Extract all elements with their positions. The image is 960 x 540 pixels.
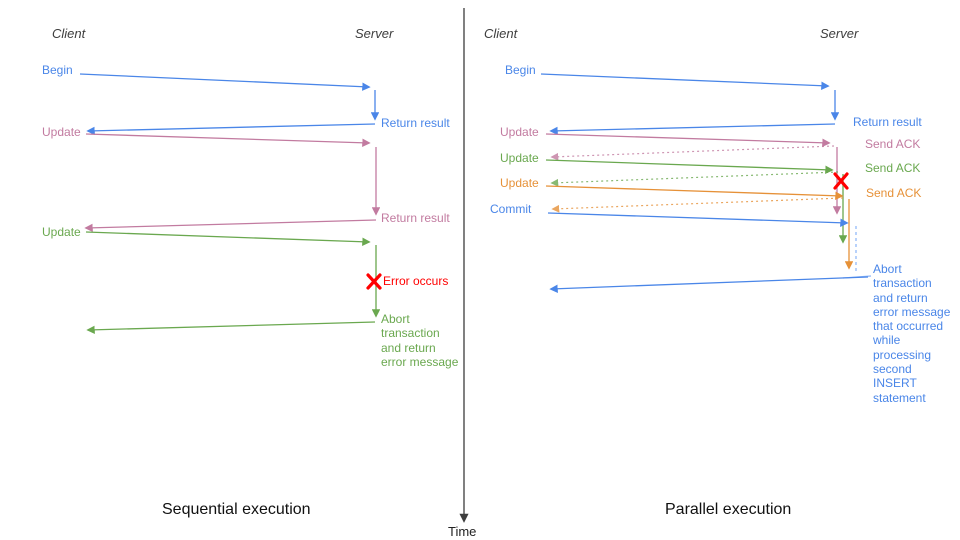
right-update-1-request-arrow xyxy=(545,133,831,148)
right-send-ack-2-arrow xyxy=(550,171,839,187)
right-abort-return-arrow xyxy=(549,276,869,293)
right-server-header: Server xyxy=(820,26,859,41)
right-update-2-request-arrow xyxy=(545,159,834,174)
left-return-result-1-label: Return result xyxy=(381,116,450,130)
left-update-1-request-arrow xyxy=(85,133,371,148)
right-update-3-request-arrow xyxy=(545,185,844,200)
right-update-3-label: Update xyxy=(500,176,539,190)
left-begin-label: Begin xyxy=(42,63,73,77)
right-update-2-label: Update xyxy=(500,151,539,165)
left-begin-request-arrow xyxy=(79,73,371,91)
right-begin-request-arrow xyxy=(540,73,830,90)
left-diagram-title: Sequential execution xyxy=(162,501,311,518)
right-send-ack-2-label: Send ACK xyxy=(865,161,921,175)
left-abort-label: Abort transaction and return error messa… xyxy=(381,312,459,369)
right-begin-label: Begin xyxy=(505,63,536,77)
right-abort-label: Abort transaction and return error messa… xyxy=(873,262,951,405)
left-error-x-icon xyxy=(366,273,382,290)
right-return-result-label: Return result xyxy=(853,115,922,129)
right-commit-request-arrow xyxy=(547,212,849,227)
left-update-2-label: Update xyxy=(42,225,81,239)
right-send-ack-3-label: Send ACK xyxy=(866,186,922,200)
left-return-result-2-arrow xyxy=(84,219,377,233)
right-send-ack-1-arrow xyxy=(550,145,835,161)
left-abort-return-arrow xyxy=(86,321,376,335)
left-return-result-1-arrow xyxy=(86,123,376,136)
right-update-1-label: Update xyxy=(500,125,539,139)
right-commit-label: Commit xyxy=(490,202,532,216)
left-client-header: Client xyxy=(52,26,86,41)
left-update-2-request-arrow xyxy=(85,231,371,246)
right-send-ack-3-arrow xyxy=(551,197,844,213)
right-send-ack-1-label: Send ACK xyxy=(865,137,921,151)
right-return-result-arrow xyxy=(549,123,836,136)
left-server-header: Server xyxy=(355,26,394,41)
left-update-1-label: Update xyxy=(42,125,81,139)
right-diagram-title: Parallel execution xyxy=(665,501,792,518)
right-client-header: Client xyxy=(484,26,518,41)
right-error-x-icon xyxy=(833,172,849,190)
time-axis-label: Time xyxy=(448,524,477,539)
left-return-result-2-label: Return result xyxy=(381,211,450,225)
left-error-occurs-label: Error occurs xyxy=(383,274,449,288)
